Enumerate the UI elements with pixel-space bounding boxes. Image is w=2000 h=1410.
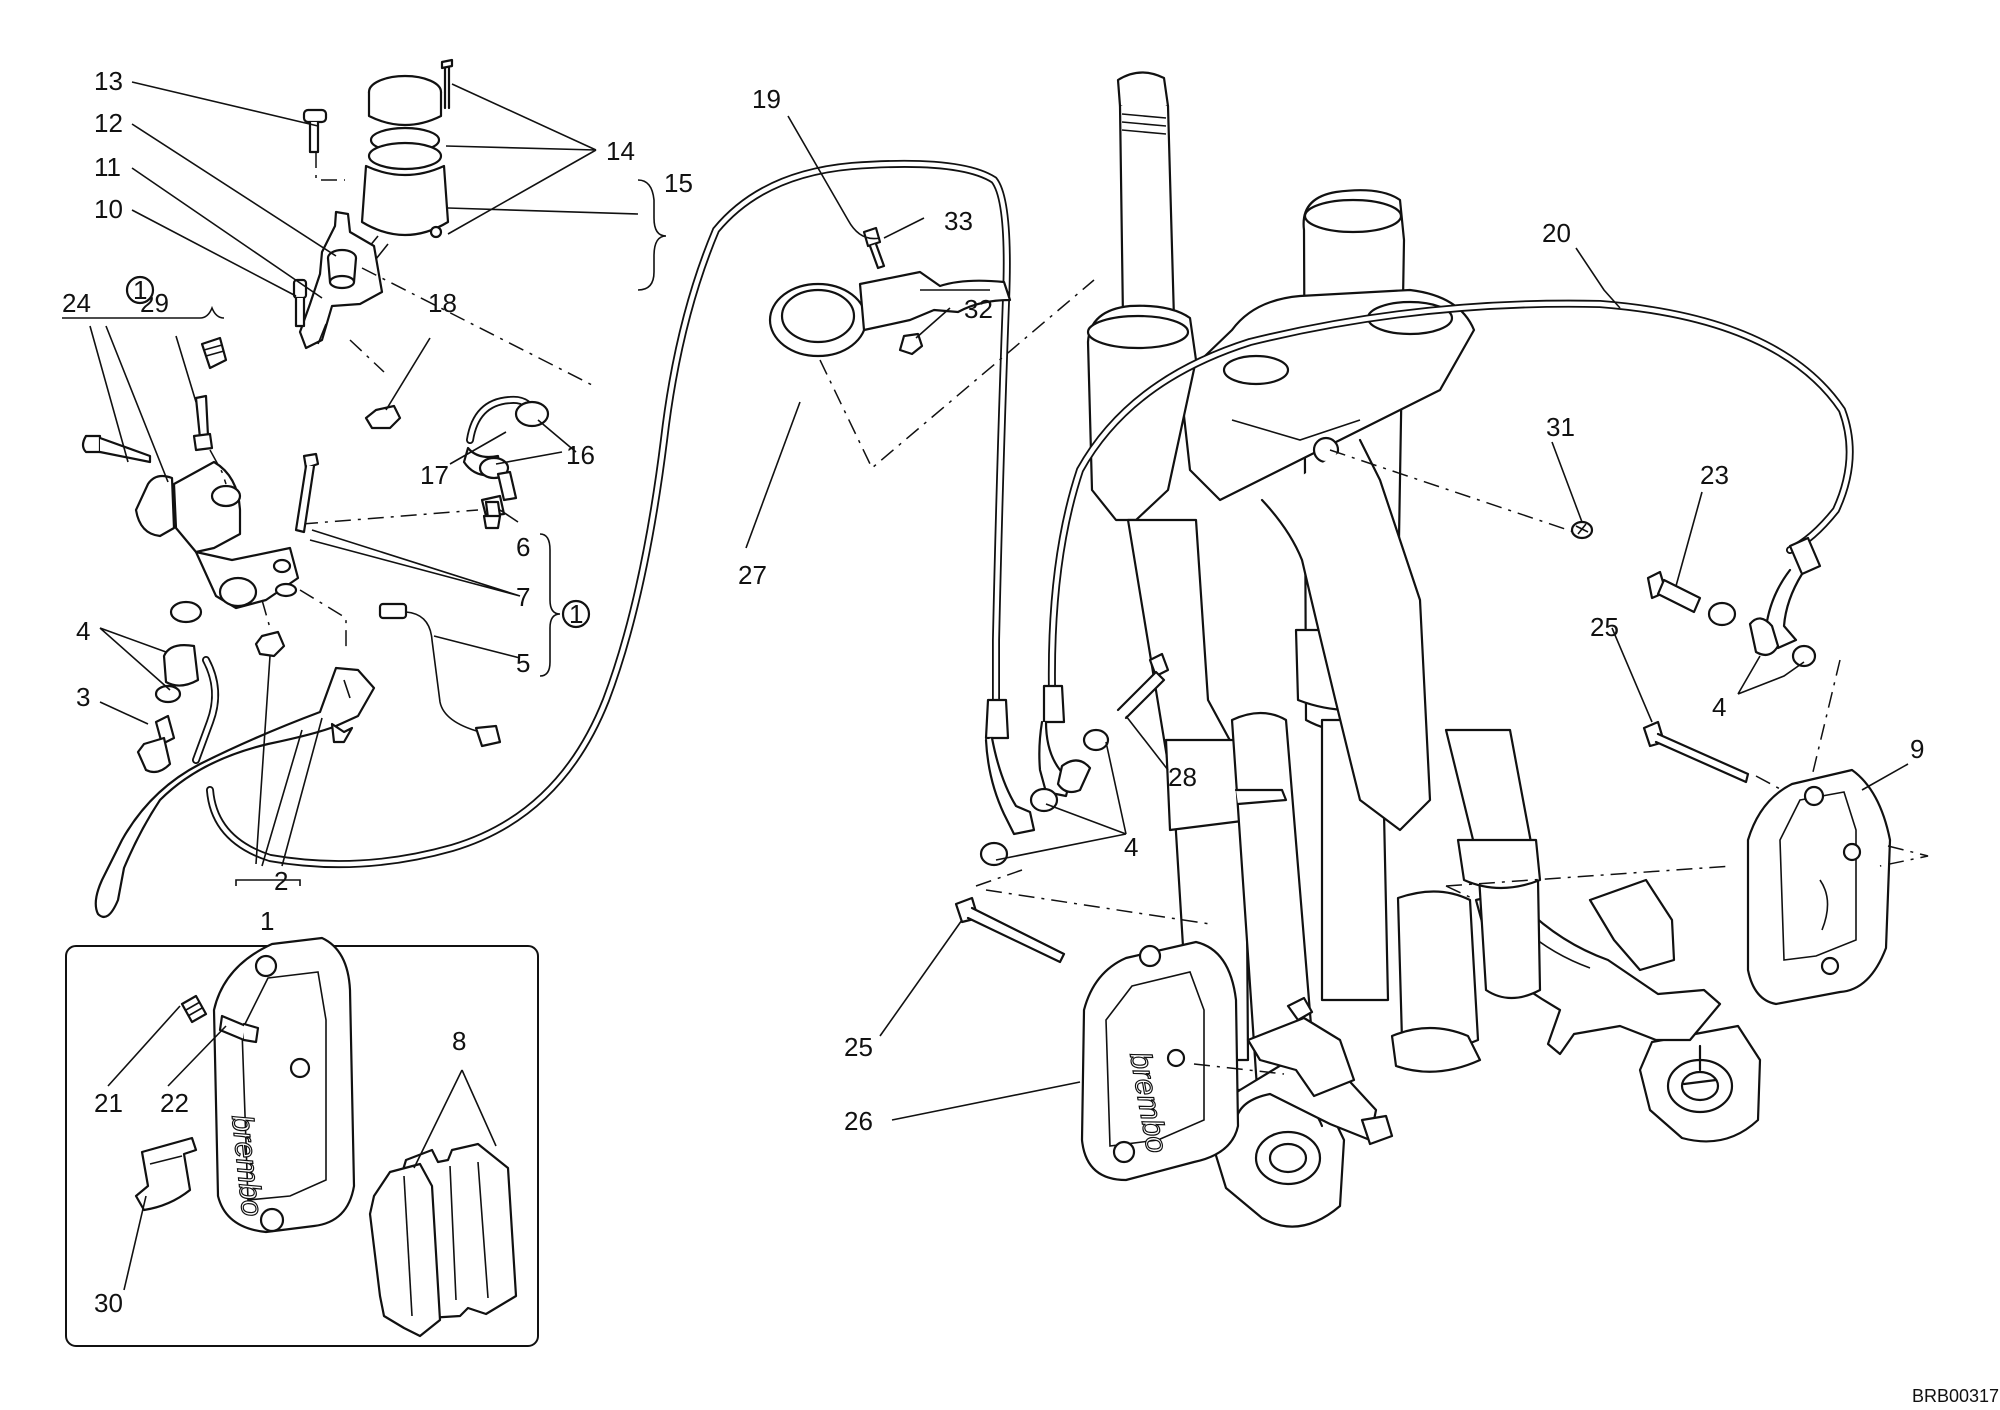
callout-4-middle: 4 [1124,832,1138,862]
pivot-nut [254,630,286,658]
callout-24: 24 [62,288,91,318]
axle-clamp-rear [1638,1024,1762,1143]
inset-bleeder-screw [218,1014,260,1044]
callout-7: 7 [516,582,530,612]
reservoir-screw [440,58,454,110]
fluid-reservoir [358,74,450,266]
fork-lower-rear [1444,728,1542,1000]
diagram-code: BRB00317 [1912,1386,1999,1406]
hose-stub-left [192,656,220,764]
callout-32: 32 [964,294,993,324]
brake-lever [94,666,376,918]
brake-pads [368,1142,518,1338]
callout-4-right: 4 [1712,692,1726,722]
callout-14: 14 [606,136,635,166]
callout-6: 6 [516,532,530,562]
callout-20: 20 [1542,218,1571,248]
bracket-nut [364,404,402,430]
reservoir-bracket-bolt [302,108,328,154]
inset-bleeder-cap [180,994,208,1024]
master-cylinder-body [134,460,300,610]
callout-3: 3 [76,682,90,712]
callout-33: 33 [944,206,973,236]
callout-21: 21 [94,1088,123,1118]
kit-marker-side: 1 [561,599,591,629]
callout-25-left: 25 [844,1032,873,1062]
fork-slider-rear [1390,890,1482,1073]
banjo-bolt-28 [1116,652,1170,720]
guide-nut [898,332,924,356]
rubber-grommet [326,248,358,290]
callout-31: 31 [1546,412,1575,442]
banjo-bolt-left [136,714,176,774]
clamp-screw [81,434,152,464]
inset-caliper [212,936,356,1234]
brand-mark-inset-caliper: brembo [225,1113,268,1218]
bleeder-cap [200,336,228,370]
banjo-bolt-small [482,500,502,530]
caliper-right [1746,768,1892,1006]
callout-1: 1 [260,906,274,936]
callout-25-right: 25 [1590,612,1619,642]
hose-guide-clamp [768,270,1012,358]
hose-grommet-31 [1570,520,1594,540]
callout-2: 2 [274,866,288,896]
front-brake-hose-20 [1038,299,1854,798]
callout-13: 13 [94,66,123,96]
callout-30: 30 [94,1288,123,1318]
callout-27: 27 [738,560,767,590]
callout-8: 8 [452,1026,466,1056]
kit-marker-top: 1 [125,275,155,305]
bracket-screw [292,278,308,328]
pivot-bolt [294,452,320,534]
callout-9: 9 [1910,734,1924,764]
callout-23: 23 [1700,460,1729,490]
caliper-bolt-25-right [1642,720,1750,784]
callout-4-left: 4 [76,616,90,646]
leader-lines [62,81,1909,1291]
callout-19: 19 [752,84,781,114]
washers-right [1707,601,1817,668]
svg-text:1: 1 [569,599,583,629]
hose-clamps [478,400,550,480]
guide-bolt [862,226,886,270]
callout-26: 26 [844,1106,873,1136]
callout-5: 5 [516,648,530,678]
caliper-mount-front [1218,996,1394,1146]
caliper-bolt-25-left [954,896,1066,964]
callout-18: 18 [428,288,457,318]
callout-12: 12 [94,108,123,138]
caliper-left [1080,940,1240,1182]
callout-22: 22 [160,1088,189,1118]
front-brake-hose-19 [206,159,1036,869]
callout-28: 28 [1168,762,1197,792]
callout-10: 10 [94,194,123,224]
svg-text:1: 1 [133,275,147,305]
banjo-bolt-23 [1646,570,1702,614]
brake-light-switch [378,602,502,748]
bleeder-screw [192,394,214,452]
callout-16: 16 [566,440,595,470]
callout-17: 17 [420,460,449,490]
callout-15: 15 [664,168,693,198]
callout-11: 11 [94,152,121,182]
fluid-hose-washers-left [154,600,203,704]
